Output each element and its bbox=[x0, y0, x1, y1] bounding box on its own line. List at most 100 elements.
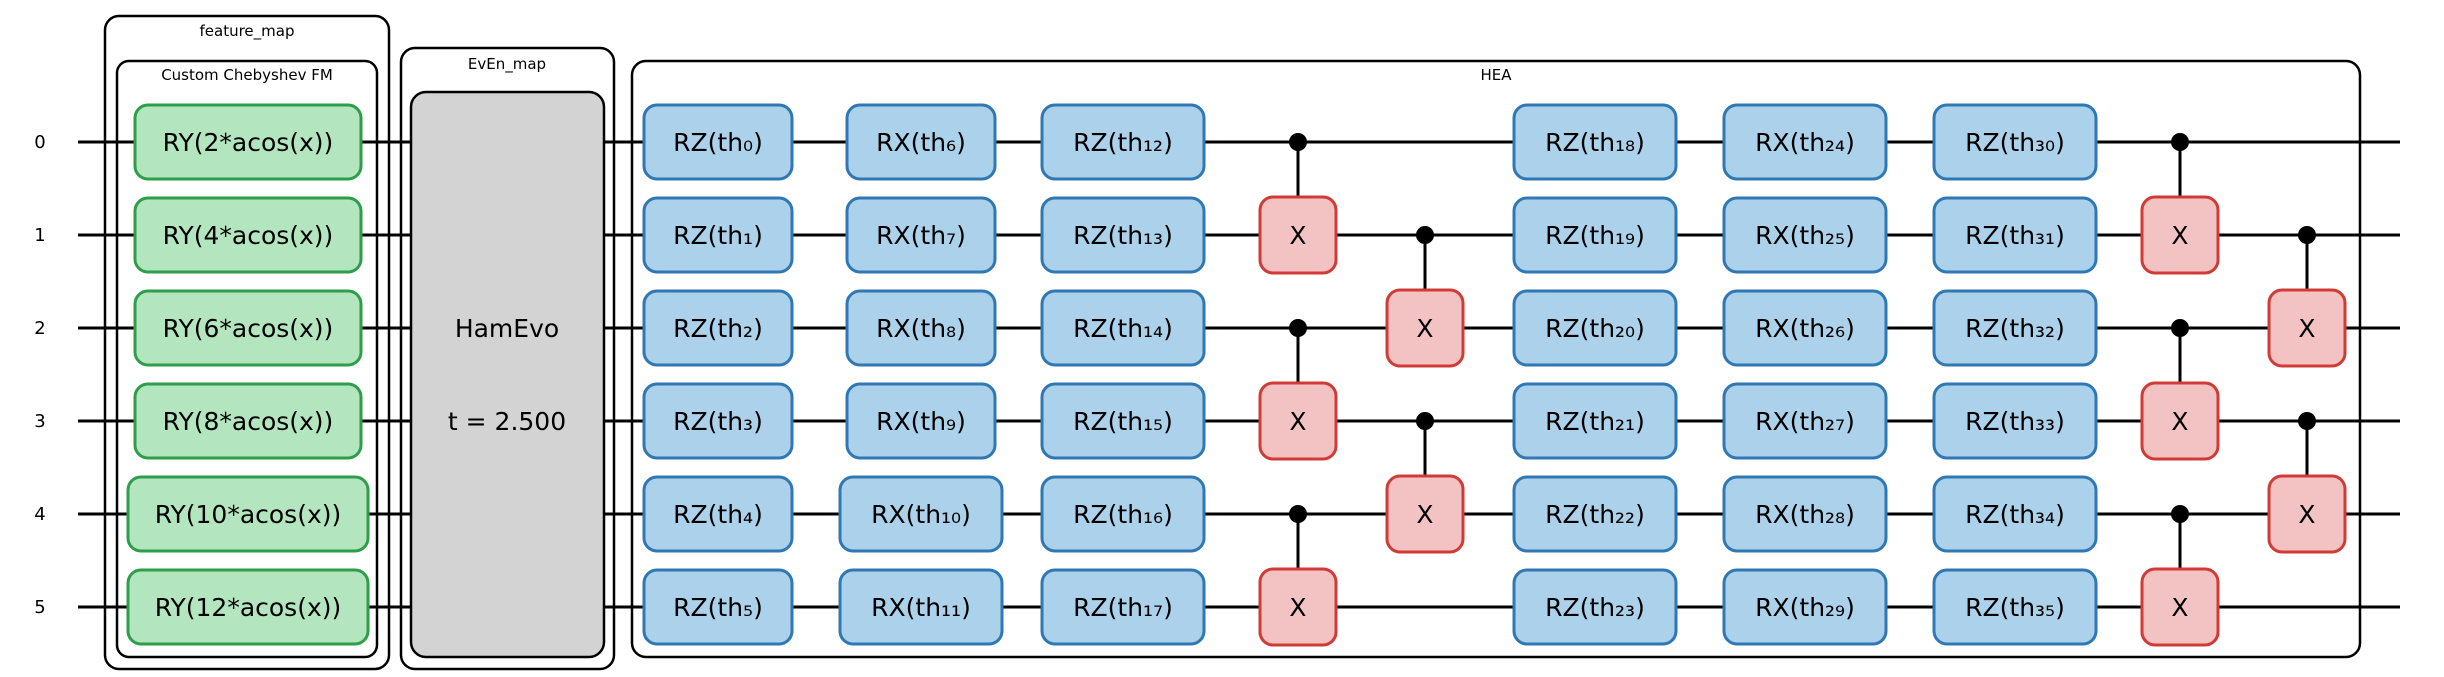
block-frames bbox=[103, 14, 2362, 671]
even-map-frame bbox=[399, 46, 616, 671]
rotation-gate-box bbox=[1040, 196, 1206, 274]
feature-gate-box bbox=[133, 196, 363, 274]
custom-chebyshev-frame bbox=[115, 59, 379, 659]
rotation-gate-label: RX(th₂₅) bbox=[1755, 221, 1855, 250]
rotation-gate-box bbox=[845, 382, 997, 460]
rotation-gate-label: RZ(th₁₇) bbox=[1073, 593, 1173, 622]
rotation-gate-box bbox=[642, 382, 794, 460]
cnot-target-box bbox=[2140, 567, 2220, 647]
feature-map-frame bbox=[103, 14, 391, 671]
cnot-target-label: X bbox=[1416, 500, 1433, 529]
rotation-gate: RX(th₂₉) bbox=[1722, 568, 1888, 646]
feature-gate-3: RY(8*acos(x)) bbox=[133, 382, 363, 460]
cnot-gate: X bbox=[1258, 133, 1338, 275]
rotation-gate: RZ(th₂₃) bbox=[1512, 568, 1678, 646]
hamevo-gate: HamEvo t = 2.500 bbox=[409, 90, 606, 659]
cnot-target-box bbox=[2140, 381, 2220, 461]
rotation-gate: RX(th₁₀) bbox=[838, 475, 1004, 553]
cnot-target-label: X bbox=[2171, 407, 2188, 436]
rotation-gate-box bbox=[1040, 103, 1206, 181]
feature-gate-label: RY(6*acos(x)) bbox=[163, 314, 334, 343]
rotation-gate-label: RZ(th₂₁) bbox=[1545, 407, 1645, 436]
rotation-gate: RZ(th₃₄) bbox=[1932, 475, 2098, 553]
rotation-gate-box bbox=[642, 475, 794, 553]
rotation-gate-label: RZ(th₃₄) bbox=[1965, 500, 2065, 529]
rotation-gate: RX(th₂₈) bbox=[1722, 475, 1888, 553]
cnot-target-label: X bbox=[2298, 314, 2315, 343]
rotation-gate-label: RZ(th₃₂) bbox=[1965, 314, 2065, 343]
rotation-gate: RZ(th₁₇) bbox=[1040, 568, 1206, 646]
qubit-label-2: 2 bbox=[34, 318, 45, 339]
rotation-gate: RZ(th₀) bbox=[642, 103, 794, 181]
rotation-gate-box bbox=[1932, 568, 2098, 646]
rotation-gate-label: RX(th₁₁) bbox=[871, 593, 971, 622]
feature-gate-label: RY(2*acos(x)) bbox=[163, 128, 334, 157]
cnot-control-dot bbox=[1289, 133, 1307, 151]
rotation-gate-box bbox=[642, 103, 794, 181]
rotation-gate-label: RZ(th₃₅) bbox=[1965, 593, 2065, 622]
cnot-gate: X bbox=[2140, 505, 2220, 647]
custom-chebyshev-title: Custom Chebyshev FM bbox=[161, 66, 333, 84]
rotation-gate: RX(th₂₇) bbox=[1722, 382, 1888, 460]
rotation-gate-label: RX(th₁₀) bbox=[871, 500, 971, 529]
rotation-gate-label: RZ(th₄) bbox=[673, 500, 763, 529]
hea-frame bbox=[630, 59, 2362, 659]
feature-gate-0: RY(2*acos(x)) bbox=[133, 103, 363, 181]
feature-map-gates: RY(2*acos(x)) RY(4*acos(x)) RY(6*acos(x)… bbox=[126, 103, 370, 646]
rotation-gate-box bbox=[642, 196, 794, 274]
rotation-gate-label: RZ(th₁₃) bbox=[1073, 221, 1173, 250]
cnot-target-label: X bbox=[2298, 500, 2315, 529]
rotation-gate-label: RZ(th₂₀) bbox=[1545, 314, 1645, 343]
rotation-gate-box bbox=[1722, 196, 1888, 274]
rotation-gate: RZ(th₂) bbox=[642, 289, 794, 367]
rotation-gate-box bbox=[838, 568, 1004, 646]
rotation-gate-box bbox=[1512, 382, 1678, 460]
rotation-gate-label: RZ(th₁₆) bbox=[1073, 500, 1173, 529]
cnot-target-box bbox=[1258, 381, 1338, 461]
rotation-gate-box bbox=[1932, 196, 2098, 274]
hea-title: HEA bbox=[1480, 66, 1512, 84]
feature-gate-box bbox=[126, 475, 370, 553]
cnot-gate: X bbox=[1385, 412, 1465, 554]
cnot-gate: X bbox=[2267, 412, 2347, 554]
rotation-gate: RZ(th₁₃) bbox=[1040, 196, 1206, 274]
rotation-gate-box bbox=[1932, 289, 2098, 367]
cnot-gate: X bbox=[2140, 319, 2220, 461]
rotation-gate-label: RX(th₈) bbox=[876, 314, 966, 343]
rotation-gate: RZ(th₃₅) bbox=[1932, 568, 2098, 646]
feature-gate-box bbox=[126, 568, 370, 646]
rotation-gate-label: RZ(th₁₈) bbox=[1545, 128, 1645, 157]
rotation-gate-box bbox=[838, 475, 1004, 553]
rotation-gate-box bbox=[1040, 289, 1206, 367]
cnot-gate: X bbox=[2140, 133, 2220, 275]
rotation-gate-label: RX(th₂₆) bbox=[1755, 314, 1855, 343]
rotation-gate-box bbox=[1512, 475, 1678, 553]
feature-gate-2: RY(6*acos(x)) bbox=[133, 289, 363, 367]
rotation-gate-label: RZ(th₁₄) bbox=[1073, 314, 1173, 343]
hea-rotation-gates: RZ(th₀)RZ(th₁)RZ(th₂)RZ(th₃)RZ(th₄)RZ(th… bbox=[642, 103, 2098, 646]
qubit-labels: 0 1 2 3 4 5 bbox=[34, 132, 45, 618]
rotation-gate: RZ(th₃₁) bbox=[1932, 196, 2098, 274]
rotation-gate-label: RX(th₂₇) bbox=[1755, 407, 1855, 436]
cnot-target-box bbox=[2140, 195, 2220, 275]
rotation-gate-box bbox=[1512, 196, 1678, 274]
rotation-gate-label: RZ(th₃₃) bbox=[1965, 407, 2065, 436]
cnot-control-dot bbox=[2298, 226, 2316, 244]
rotation-gate-box bbox=[1932, 382, 2098, 460]
rotation-gate-box bbox=[1040, 475, 1206, 553]
rotation-gate-box bbox=[1512, 289, 1678, 367]
feature-gate-5: RY(12*acos(x)) bbox=[126, 568, 370, 646]
qubit-label-0: 0 bbox=[34, 132, 45, 153]
hamevo-name: HamEvo bbox=[455, 314, 559, 343]
rotation-gate-label: RZ(th₁₂) bbox=[1073, 128, 1173, 157]
feature-gate-4: RY(10*acos(x)) bbox=[126, 475, 370, 553]
rotation-gate: RX(th₉) bbox=[845, 382, 997, 460]
rotation-gate-label: RZ(th₁) bbox=[673, 221, 763, 250]
qubit-label-4: 4 bbox=[34, 504, 45, 525]
cnot-gate: X bbox=[1385, 226, 1465, 368]
feature-gate-box bbox=[133, 289, 363, 367]
rotation-gate: RZ(th₂₂) bbox=[1512, 475, 1678, 553]
even-map-title: EvEn_map bbox=[468, 55, 546, 74]
